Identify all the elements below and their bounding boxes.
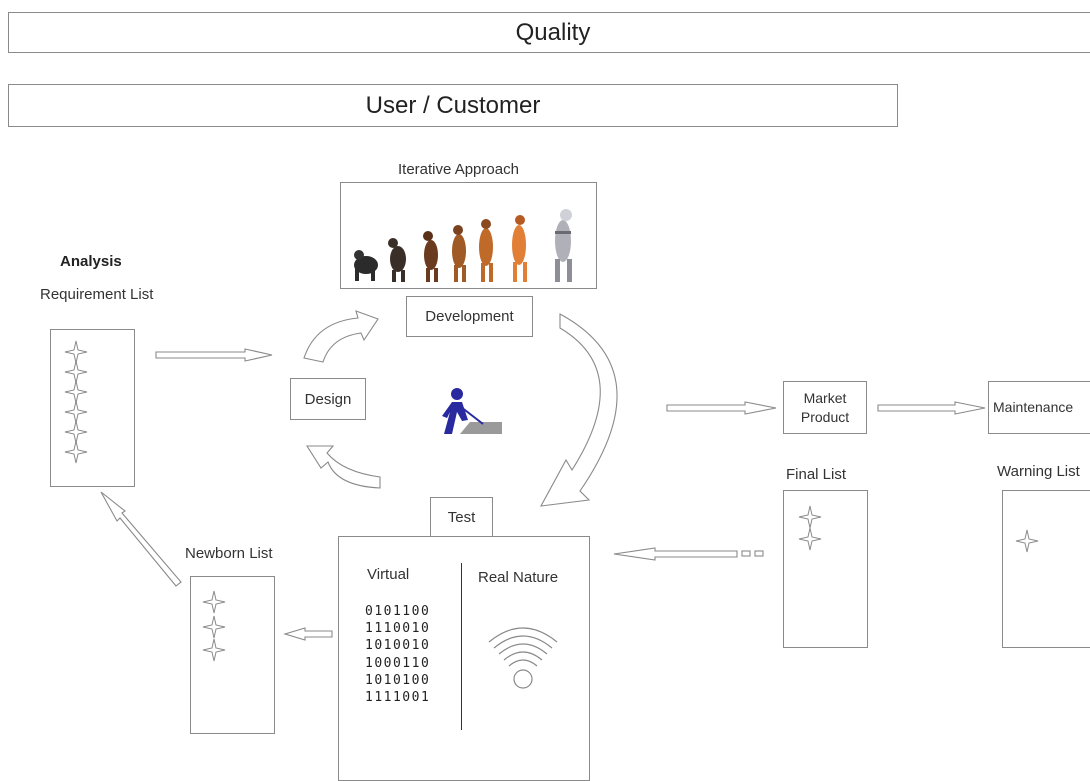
design-label: Design: [304, 390, 352, 408]
binary-code: 0101100 1110010 1010010 1000110 1010100 …: [365, 603, 430, 706]
newborn-items: [202, 590, 226, 662]
four-point-star-icon: [202, 590, 226, 614]
binary-line: 1110010: [365, 621, 431, 637]
binary-line: 1010100: [365, 672, 431, 688]
maintenance-label: Maintenance: [993, 399, 1074, 415]
four-point-star-icon: [1015, 529, 1039, 553]
quality-banner: Quality: [8, 12, 1090, 53]
maintenance-node: Maintenance: [988, 381, 1090, 434]
final-list-box: [783, 490, 868, 648]
arrow-test-to-design: [305, 445, 381, 489]
warning-items: [1015, 529, 1039, 553]
requirement-list-label: Requirement List: [40, 286, 154, 303]
arrow-design-to-development: [303, 310, 379, 363]
iterative-approach-title: Iterative Approach: [398, 161, 519, 178]
analysis-heading: Analysis: [60, 253, 122, 270]
wifi-signal-icon: [488, 627, 558, 689]
binary-line: 1111001: [365, 690, 431, 706]
requirement-list-box: [50, 329, 135, 487]
dash-segment: [741, 550, 751, 557]
newborn-list-label: Newborn List: [185, 545, 273, 562]
evolution-of-man-icon: [354, 209, 572, 282]
arrow-development-to-test: [540, 313, 618, 507]
four-point-star-icon: [64, 400, 88, 424]
four-point-star-icon: [64, 340, 88, 364]
evolution-image: [340, 182, 597, 289]
binary-line: 1010010: [365, 638, 431, 654]
four-point-star-icon: [64, 380, 88, 404]
user-customer-title: User / Customer: [365, 91, 541, 119]
market-product-node: Market Product: [783, 381, 867, 434]
four-point-star-icon: [64, 420, 88, 444]
warning-list-box: [1002, 490, 1090, 648]
panel-divider: [461, 563, 462, 730]
requirement-items: [64, 340, 88, 464]
arrow-final-to-test: [613, 547, 738, 561]
user-customer-banner: User / Customer: [8, 84, 898, 127]
final-list-label: Final List: [786, 466, 847, 483]
quality-title: Quality: [515, 18, 591, 46]
test-label: Test: [447, 508, 476, 526]
arrow-market-to-maintenance: [877, 401, 986, 415]
virtual-label: Virtual: [367, 566, 410, 583]
four-point-star-icon: [64, 360, 88, 384]
four-point-star-icon: [798, 527, 822, 551]
arrow-test-to-newborn: [283, 627, 333, 641]
market-label: Market: [803, 389, 847, 406]
binary-line: 0101100: [365, 604, 431, 619]
four-point-star-icon: [202, 615, 226, 639]
product-label: Product: [800, 408, 850, 425]
final-items: [798, 505, 822, 551]
four-point-star-icon: [202, 638, 226, 662]
arrow-to-market: [666, 401, 777, 415]
design-node: Design: [290, 378, 366, 420]
real-nature-label: Real Nature: [478, 569, 559, 586]
arrow-newborn-to-requirement: [100, 491, 182, 587]
four-point-star-icon: [798, 505, 822, 529]
construction-worker-icon: [442, 388, 502, 434]
warning-list-label: Warning List: [997, 463, 1080, 480]
test-node: Test: [430, 497, 493, 537]
development-node: Development: [406, 296, 533, 337]
four-point-star-icon: [64, 440, 88, 464]
test-panel: [338, 536, 590, 781]
arrow-requirement-to-design: [155, 348, 273, 362]
binary-line: 1000110: [365, 655, 431, 671]
dash-segment: [754, 550, 764, 557]
development-label: Development: [425, 308, 514, 325]
